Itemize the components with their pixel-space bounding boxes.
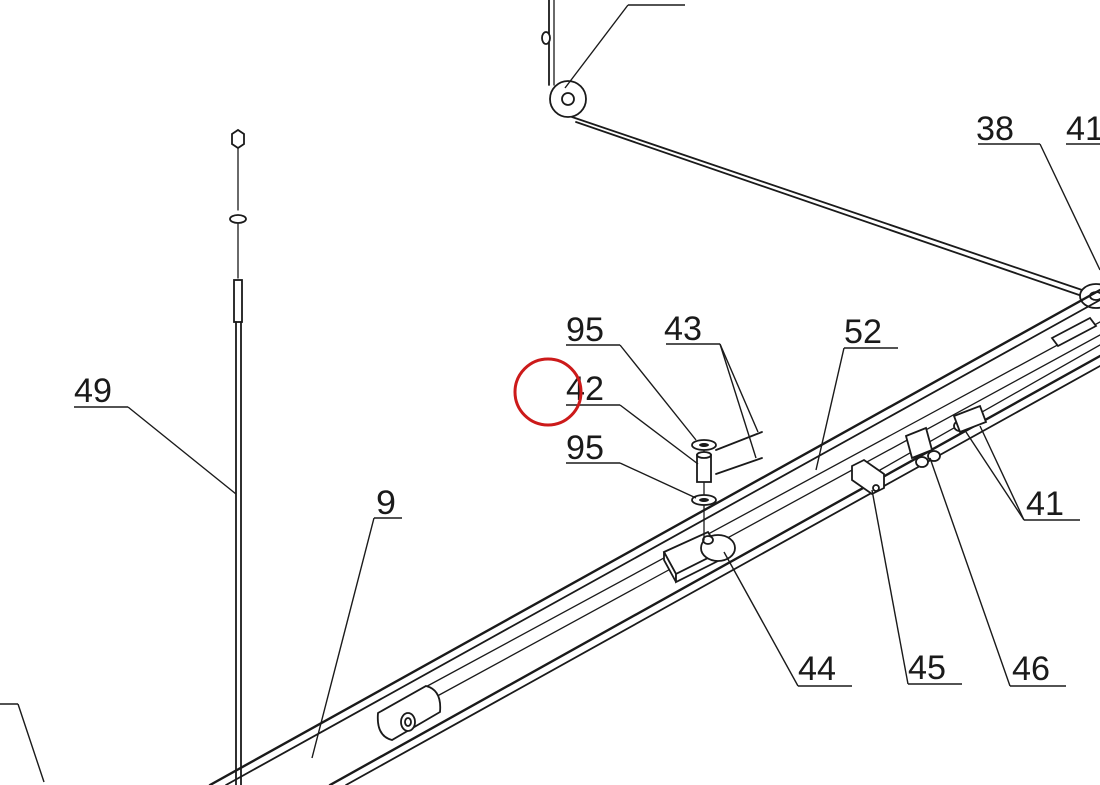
label-95-bottom: 95 bbox=[566, 429, 604, 467]
label-46: 46 bbox=[1012, 650, 1050, 688]
label-41-right: 41 bbox=[1026, 485, 1064, 523]
fitting-46-nut-b bbox=[927, 450, 941, 462]
bracket-44 bbox=[662, 530, 736, 584]
leader-41b-b bbox=[979, 425, 1025, 521]
washer-95-bottom-hole bbox=[699, 498, 709, 502]
boom-bottom-edge-inner bbox=[345, 365, 1100, 785]
leader-49 bbox=[127, 406, 237, 495]
fitting-41 bbox=[952, 404, 988, 434]
leader-43-a bbox=[719, 343, 759, 433]
label-43: 43 bbox=[664, 310, 702, 348]
leader-41b-a bbox=[965, 431, 1025, 521]
label-42: 42 bbox=[566, 370, 604, 408]
boom-top-edge-inner bbox=[225, 299, 1100, 785]
boom-end-rod bbox=[1050, 316, 1098, 348]
leader-95b bbox=[619, 462, 697, 499]
pin-43-a bbox=[715, 431, 763, 451]
cylinder-bolt-hole bbox=[404, 717, 412, 727]
main-cable-upper-edge bbox=[571, 116, 1089, 293]
leader-42 bbox=[619, 404, 699, 465]
leader-52 bbox=[815, 347, 845, 471]
pin-stack bbox=[691, 431, 763, 541]
spacer-42-top bbox=[696, 451, 712, 459]
label-95-top: 95 bbox=[566, 311, 604, 349]
rod-washer bbox=[229, 214, 247, 224]
inner-cable-b bbox=[429, 334, 1100, 701]
label-38: 38 bbox=[976, 110, 1014, 148]
label-49: 49 bbox=[74, 372, 112, 410]
leader-45 bbox=[871, 489, 909, 685]
spacer-42 bbox=[696, 454, 712, 483]
pin-43-b bbox=[715, 457, 763, 475]
bracket-pulley-hub bbox=[702, 535, 714, 545]
leader-44 bbox=[723, 551, 799, 687]
leader-46 bbox=[929, 457, 1011, 687]
leader-38 bbox=[1039, 143, 1100, 271]
label-52: 52 bbox=[844, 313, 882, 351]
leader-43-b bbox=[719, 343, 757, 459]
plate-45-hole bbox=[872, 484, 880, 492]
fitting-46 bbox=[904, 426, 934, 460]
leader-lines bbox=[74, 143, 1100, 759]
washer-95-top-hole bbox=[699, 443, 709, 447]
edge-label-leader bbox=[17, 703, 45, 783]
bracket-plate-45 bbox=[851, 458, 885, 496]
upper-pulley-leader bbox=[564, 4, 629, 89]
fittings bbox=[904, 404, 988, 468]
callout-labels: 38 41 95 43 52 42 95 49 9 41 44 45 46 bbox=[74, 110, 1100, 688]
upper-cable-clip bbox=[541, 31, 551, 45]
rod-threaded-end bbox=[233, 279, 243, 323]
upper-pulley-hub bbox=[561, 92, 575, 106]
main-boom bbox=[208, 288, 1100, 785]
boom-cylinder bbox=[376, 685, 442, 741]
fitting-46-nut-a bbox=[915, 456, 929, 468]
upper-pulley-assembly bbox=[541, 0, 685, 118]
vertical-rod-49 bbox=[229, 128, 247, 785]
label-41-top: 41 bbox=[1066, 110, 1100, 148]
highlight-circle-marker bbox=[513, 357, 583, 427]
leader-9 bbox=[311, 517, 375, 759]
label-9: 9 bbox=[376, 484, 396, 522]
main-cable-lower-edge bbox=[575, 121, 1086, 298]
inner-cable-a bbox=[419, 321, 1100, 691]
rod-nut bbox=[231, 128, 245, 150]
label-45: 45 bbox=[908, 649, 946, 687]
boom-top-edge bbox=[208, 288, 1100, 785]
label-44: 44 bbox=[798, 650, 836, 688]
leader-95a bbox=[619, 344, 697, 441]
